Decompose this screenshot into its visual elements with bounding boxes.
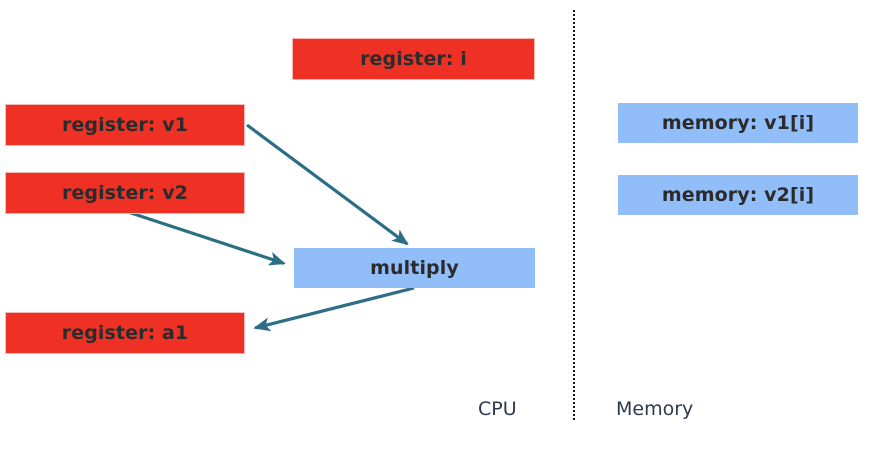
edges-group xyxy=(127,123,415,332)
cpu-memory-divider xyxy=(573,10,575,420)
node-register-v1[interactable]: register: v1 xyxy=(5,104,245,146)
node-operation-multiply[interactable]: multiply xyxy=(294,248,535,288)
section-label-cpu: CPU xyxy=(478,398,517,420)
node-label: register: a1 xyxy=(61,322,189,344)
edge-multiply-a1 xyxy=(253,286,415,332)
node-label: register: v2 xyxy=(61,182,189,204)
node-register-i[interactable]: register: i xyxy=(292,38,535,80)
edge-v1-multiply xyxy=(246,123,409,246)
node-label: register: v1 xyxy=(61,114,189,136)
node-memory-v1i[interactable]: memory: v1[i] xyxy=(618,103,858,143)
node-register-a1[interactable]: register: a1 xyxy=(5,312,245,354)
node-label: multiply xyxy=(370,257,459,279)
node-memory-v2i[interactable]: memory: v2[i] xyxy=(618,175,858,215)
node-register-v2[interactable]: register: v2 xyxy=(5,172,245,214)
node-label: memory: v2[i] xyxy=(661,184,815,206)
edge-v2-multiply xyxy=(127,210,286,266)
node-label: memory: v1[i] xyxy=(661,112,815,134)
section-label-memory: Memory xyxy=(616,398,694,420)
node-label: register: i xyxy=(360,48,467,70)
